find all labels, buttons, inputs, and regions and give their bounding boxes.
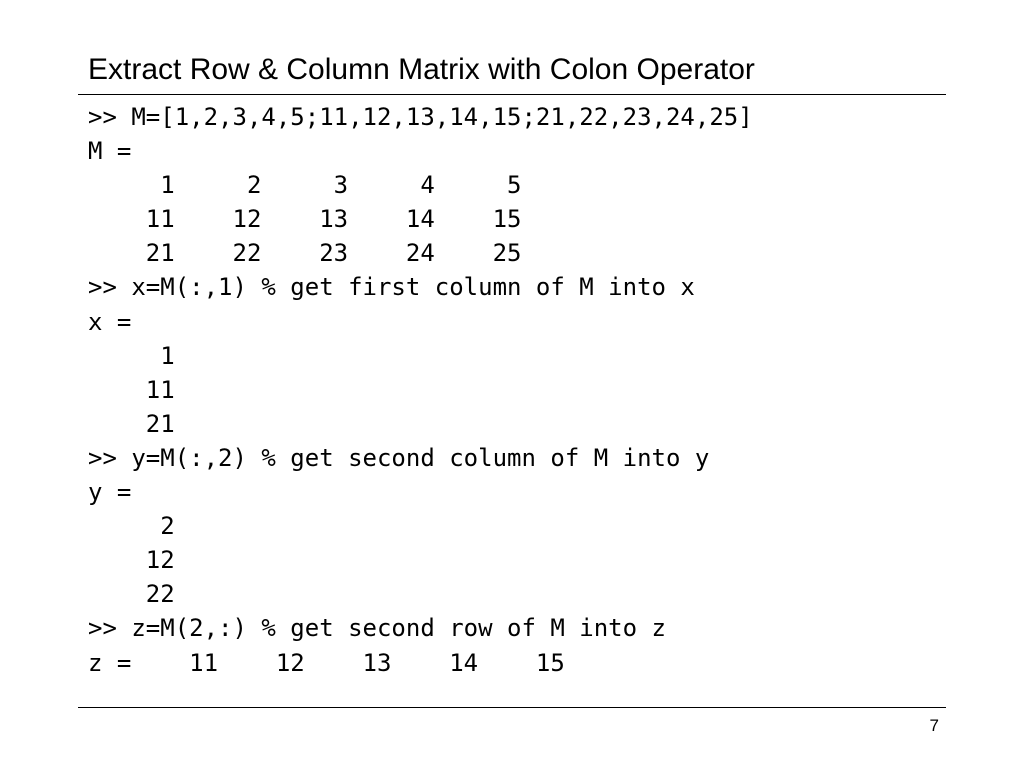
code-line-output: x = [88,307,132,336]
code-line-output: 1 2 3 4 5 [88,171,522,200]
code-line-output: 21 22 23 24 25 [88,239,522,268]
code-line-output: 11 [88,375,175,404]
code-line-output: z = 11 12 13 14 15 [88,648,565,677]
title-divider [78,94,946,95]
slide-title: Extract Row & Column Matrix with Colon O… [88,53,755,86]
code-line-command: >> y=M(:,2) % get second column of M int… [88,443,710,472]
code-listing: >> M=[1,2,3,4,5;11,12,13,14,15;21,22,23,… [88,100,753,680]
code-line-command: >> z=M(2,:) % get second row of M into z [88,614,666,643]
code-line-command: >> M=[1,2,3,4,5;11,12,13,14,15;21,22,23,… [88,103,753,131]
code-line-output: y = [88,478,132,507]
code-line-command: >> x=M(:,1) % get first column of M into… [88,273,695,302]
code-line-output: 11 12 13 14 15 [88,205,522,234]
code-line-output: 12 [88,546,175,575]
code-line-output: 21 [88,409,175,438]
footer-divider [78,707,946,708]
code-line-output: M = [88,137,132,166]
code-line-output: 22 [88,580,175,609]
code-line-output: 2 [88,512,175,541]
page-number: 7 [929,716,939,735]
code-line-output: 1 [88,341,175,370]
